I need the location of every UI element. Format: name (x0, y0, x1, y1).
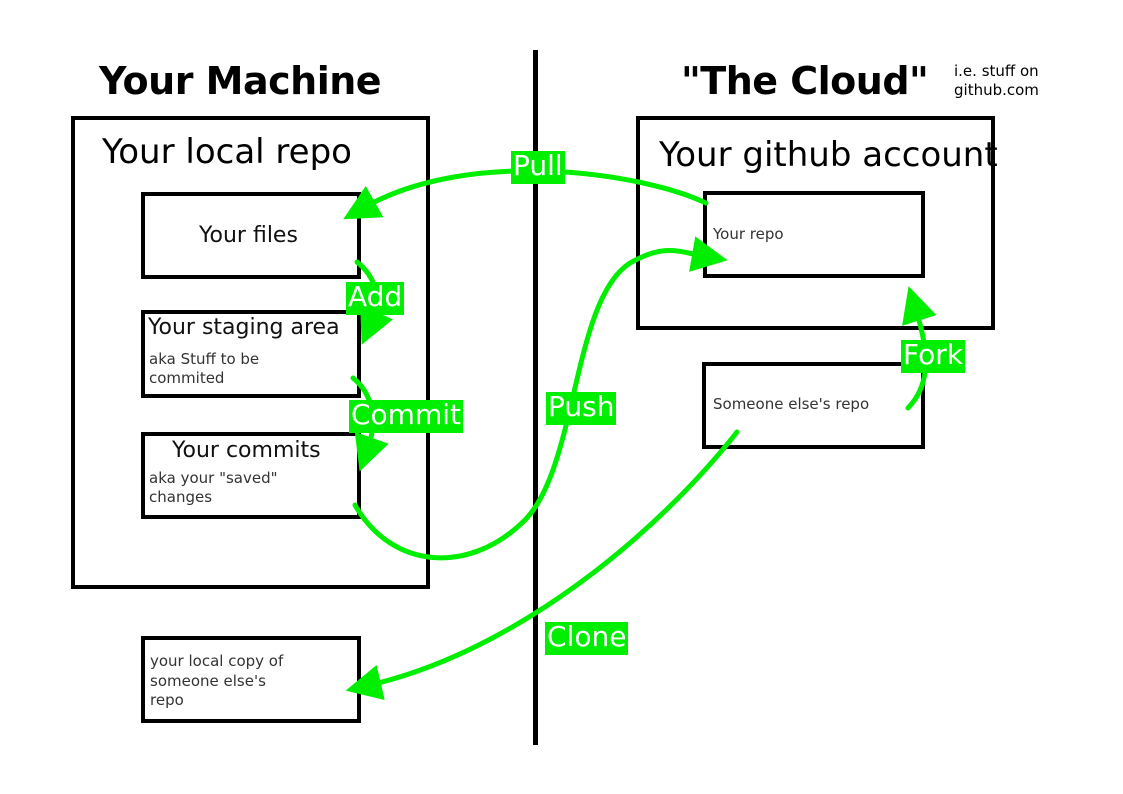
label-your-commits: Your commits (172, 438, 321, 463)
op-label-commit[interactable]: Commit (349, 398, 463, 433)
box-your-repo (703, 191, 925, 278)
page-title-your-machine: Your Machine (99, 59, 382, 103)
op-label-fork[interactable]: Fork (901, 338, 965, 373)
box-your-files (141, 192, 361, 279)
label-your-repo: Your repo (713, 225, 784, 243)
op-label-add[interactable]: Add (346, 280, 405, 315)
label-your-staging-area: Your staging area (148, 315, 340, 340)
op-label-push[interactable]: Push (546, 390, 617, 425)
label-your-files: Your files (199, 223, 298, 248)
op-label-clone[interactable]: Clone (545, 620, 629, 655)
cloud-subtitle-note: i.e. stuff on github.com (954, 62, 1039, 99)
label-someone-elses-repo: Someone else's repo (713, 395, 870, 413)
container-your-github-account (636, 116, 995, 330)
label-local-copy-of-someone-elses-repo: your local copy of someone else's repo (150, 652, 284, 709)
sublabel-your-commits: aka your "saved" changes (149, 469, 278, 506)
sublabel-your-staging-area: aka Stuff to be commited (149, 350, 260, 387)
label-your-github-account: Your github account (659, 135, 998, 175)
label-your-local-repo: Your local repo (102, 132, 352, 172)
page-title-the-cloud: "The Cloud" (681, 59, 929, 103)
op-label-pull[interactable]: Pull (511, 149, 565, 184)
